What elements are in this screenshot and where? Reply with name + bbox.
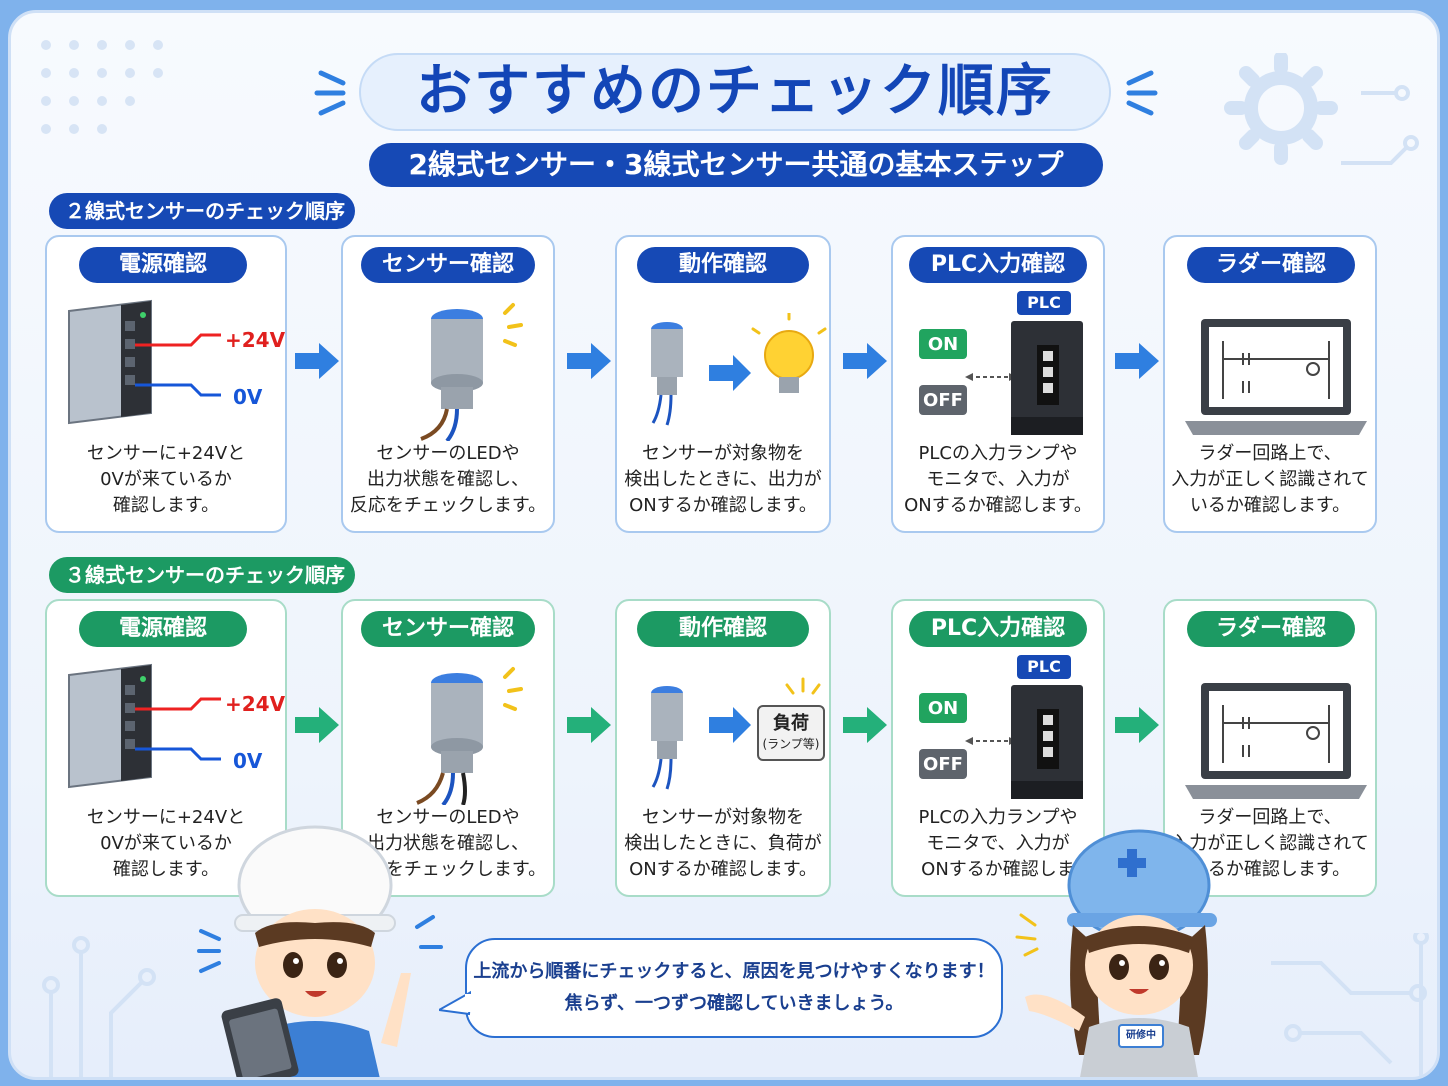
load-box bbox=[757, 705, 825, 761]
bubble-line-2: 焦らず、一つずつ確認していきましょう。 bbox=[564, 993, 904, 1014]
laptop-ladder-icon bbox=[1185, 683, 1367, 799]
step-description: センサーが対象物を 検出したときに、出力が ONするか確認します。 bbox=[624, 443, 822, 516]
arrow-right-icon bbox=[567, 707, 611, 743]
sparkle-icon bbox=[197, 929, 221, 973]
step-description: PLCの入力ランプや モニタで、入力が ONするか確認します。 bbox=[904, 443, 1092, 516]
laptop-ladder-icon bbox=[1185, 319, 1367, 435]
plus-24v-label: +24V bbox=[225, 692, 286, 716]
plc-module-icon bbox=[1011, 321, 1083, 435]
bubble-tail bbox=[439, 990, 471, 1016]
decor-circuit-left bbox=[42, 936, 156, 1077]
subtitle-banner: 2線式センサー・3線式センサー共通の基本ステップ bbox=[369, 143, 1103, 187]
step-description: センサーのLEDや 出力状態を確認し、 反応をチェックします。 bbox=[349, 807, 547, 880]
arrow-right-icon bbox=[567, 343, 611, 379]
off-label: OFF bbox=[923, 390, 963, 411]
power-supply-icon bbox=[68, 663, 221, 789]
zero-v-label: 0V bbox=[233, 749, 263, 773]
on-off-switch-icon bbox=[919, 693, 1017, 779]
arrow-right-icon bbox=[1115, 707, 1159, 743]
three-wire-heading: ３線式センサーのチェック順序 bbox=[49, 557, 355, 593]
step-title: 電源確認 bbox=[79, 247, 247, 283]
zero-v-label: 0V bbox=[233, 385, 263, 409]
step-title: 動作確認 bbox=[637, 611, 809, 647]
page-title: おすすめのチェック順序 bbox=[416, 59, 1054, 124]
sensor-to-load-icon bbox=[651, 686, 751, 790]
step-description: センサーのLEDや 出力状態を確認し、 反応をチェックします。 bbox=[349, 443, 547, 516]
gear-icon bbox=[1224, 53, 1419, 165]
step-title: PLC入力確認 bbox=[909, 247, 1087, 283]
step-description: センサーに+24Vと 0Vが来ているか 確認します。 bbox=[86, 443, 246, 516]
off-label: OFF bbox=[923, 754, 963, 775]
step-title: センサー確認 bbox=[361, 611, 535, 647]
two-wire-heading: ２線式センサーのチェック順序 bbox=[49, 193, 355, 229]
decor-dots bbox=[41, 40, 163, 134]
step-title: 動作確認 bbox=[637, 247, 809, 283]
load-sublabel: (ランプ等) bbox=[762, 737, 820, 751]
step-title: ラダー確認 bbox=[1187, 611, 1355, 647]
sensor-to-lamp-icon bbox=[651, 313, 827, 426]
arrow-right-icon bbox=[843, 343, 887, 379]
plc-label: PLC bbox=[1017, 291, 1071, 315]
on-label: ON bbox=[927, 698, 959, 719]
decor-circuit-right bbox=[1271, 933, 1429, 1077]
plc-module-icon bbox=[1011, 685, 1083, 799]
step-description: PLCの入力ランプや モニタで、入力が ONするか確認しま bbox=[918, 807, 1078, 880]
arrow-right-icon bbox=[1115, 343, 1159, 379]
lamp-glow-icon bbox=[785, 677, 821, 695]
title-background bbox=[359, 53, 1111, 131]
step-title: 電源確認 bbox=[79, 611, 247, 647]
proximity-sensor-icon bbox=[420, 303, 523, 441]
on-off-switch-icon bbox=[919, 329, 1017, 415]
step-description: ラダー回路上で、 入力が正しく認識されて いるか確認します。 bbox=[1171, 443, 1369, 516]
trainee-badge: 研修中 bbox=[1126, 1030, 1156, 1041]
female-worker-character bbox=[1015, 829, 1217, 1077]
step-title: センサー確認 bbox=[361, 247, 535, 283]
plus-24v-label: +24V bbox=[225, 328, 286, 352]
arrow-right-icon bbox=[295, 707, 339, 743]
power-supply-icon bbox=[68, 299, 221, 425]
on-label: ON bbox=[927, 334, 959, 355]
plc-label: PLC bbox=[1017, 655, 1071, 679]
infographic-frame: おすすめのチェック順序 2線式センサー・3線式センサー共通の基本ステップ ２線式… bbox=[8, 10, 1440, 1080]
speech-bubble bbox=[465, 938, 1003, 1038]
step-description: ラダー回路上で、 入力が正しく認識されて いるか確認します。 bbox=[1171, 807, 1369, 880]
bubble-line-1: 上流から順番にチェックすると、原因を見つけやすくなります！ bbox=[473, 961, 995, 982]
step-description: センサーに+24Vと 0Vが来ているか 確認します。 bbox=[86, 807, 246, 880]
proximity-sensor-icon bbox=[416, 667, 523, 805]
step-title: PLC入力確認 bbox=[909, 611, 1087, 647]
sparkle-right-icon bbox=[1126, 70, 1158, 116]
step-title: ラダー確認 bbox=[1187, 247, 1355, 283]
arrow-right-icon bbox=[295, 343, 339, 379]
arrow-right-icon bbox=[843, 707, 887, 743]
male-worker-character bbox=[221, 825, 443, 1077]
load-label: 負荷 bbox=[773, 713, 809, 734]
step-description: センサーが対象物を 検出したときに、負荷が ONするか確認します。 bbox=[624, 807, 822, 880]
sparkle-left-icon bbox=[314, 70, 346, 116]
